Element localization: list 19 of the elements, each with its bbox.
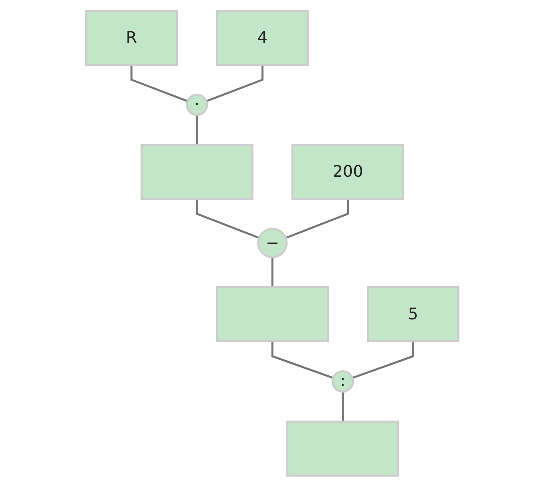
- node-box: 200: [292, 144, 405, 200]
- connector: [272, 258, 274, 288]
- connector: [196, 115, 198, 146]
- connector: [206, 65, 264, 102]
- connector: [352, 342, 415, 380]
- node-box: [141, 144, 254, 200]
- node-box: [286, 420, 400, 477]
- connector: [272, 342, 334, 380]
- node-box: [216, 286, 330, 343]
- node-circle: −: [258, 228, 288, 259]
- node-box: 4: [216, 10, 310, 66]
- connector: [196, 199, 260, 240]
- node-box: R: [85, 10, 179, 66]
- connector: [342, 392, 344, 422]
- node-circle: ·: [186, 94, 208, 116]
- node-circle: :: [332, 370, 354, 393]
- node-box: 5: [367, 286, 460, 343]
- connector: [130, 65, 188, 102]
- connector: [286, 199, 350, 240]
